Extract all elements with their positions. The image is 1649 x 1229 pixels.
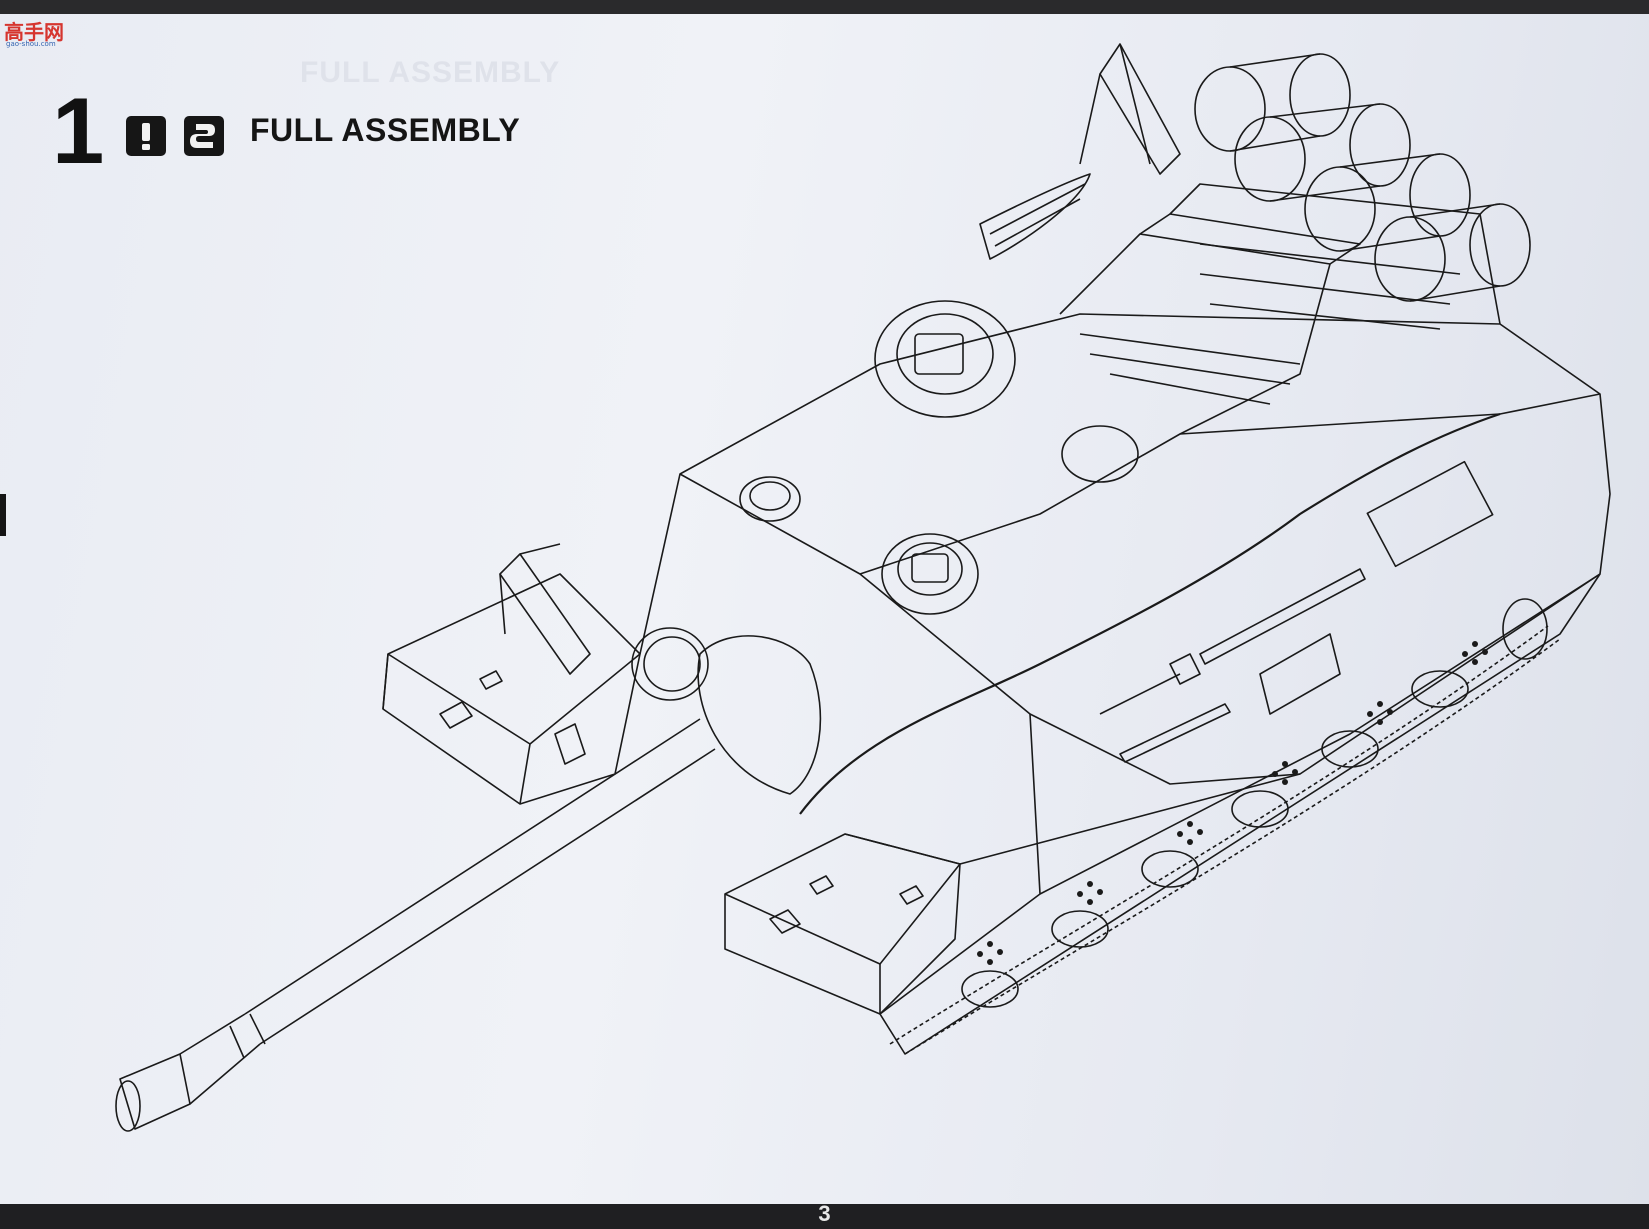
page-number: 3 — [818, 1201, 831, 1226]
fuel-drums — [1194, 53, 1531, 302]
hatches — [739, 300, 1139, 615]
left-crane-arm — [499, 543, 591, 675]
track-and-wheels — [889, 598, 1561, 1055]
step-title: FULL ASSEMBLY — [250, 112, 521, 148]
show-through-heading: FULL ASSEMBLY — [300, 56, 561, 89]
instruction-page: 高手网 gao-shou.com FULL ASSEMBLY 1 FULL AS… — [0, 14, 1649, 1204]
warning-icon — [126, 116, 166, 156]
engine-deck — [1059, 183, 1501, 435]
page-edge-mark — [0, 494, 6, 536]
front-left-fender-block — [382, 573, 641, 805]
site-watermark: 高手网 gao-shou.com — [4, 18, 70, 48]
hull — [639, 313, 1611, 1055]
watermark-text: 高手网 — [4, 20, 64, 44]
side-tools — [1099, 460, 1494, 763]
front-right-fender-block — [724, 833, 961, 1015]
step-number: 1 — [52, 78, 105, 183]
tank-assembly-drawing — [115, 43, 1611, 1132]
bottom-binding-strip — [0, 1204, 1649, 1229]
rear-crane — [979, 43, 1181, 260]
watermark-subtext: gao-shou.com — [6, 40, 56, 48]
tow-cable — [799, 412, 1501, 815]
gun-barrel — [115, 627, 822, 1132]
side-rivets — [977, 641, 1488, 965]
glue-icon — [184, 116, 224, 156]
